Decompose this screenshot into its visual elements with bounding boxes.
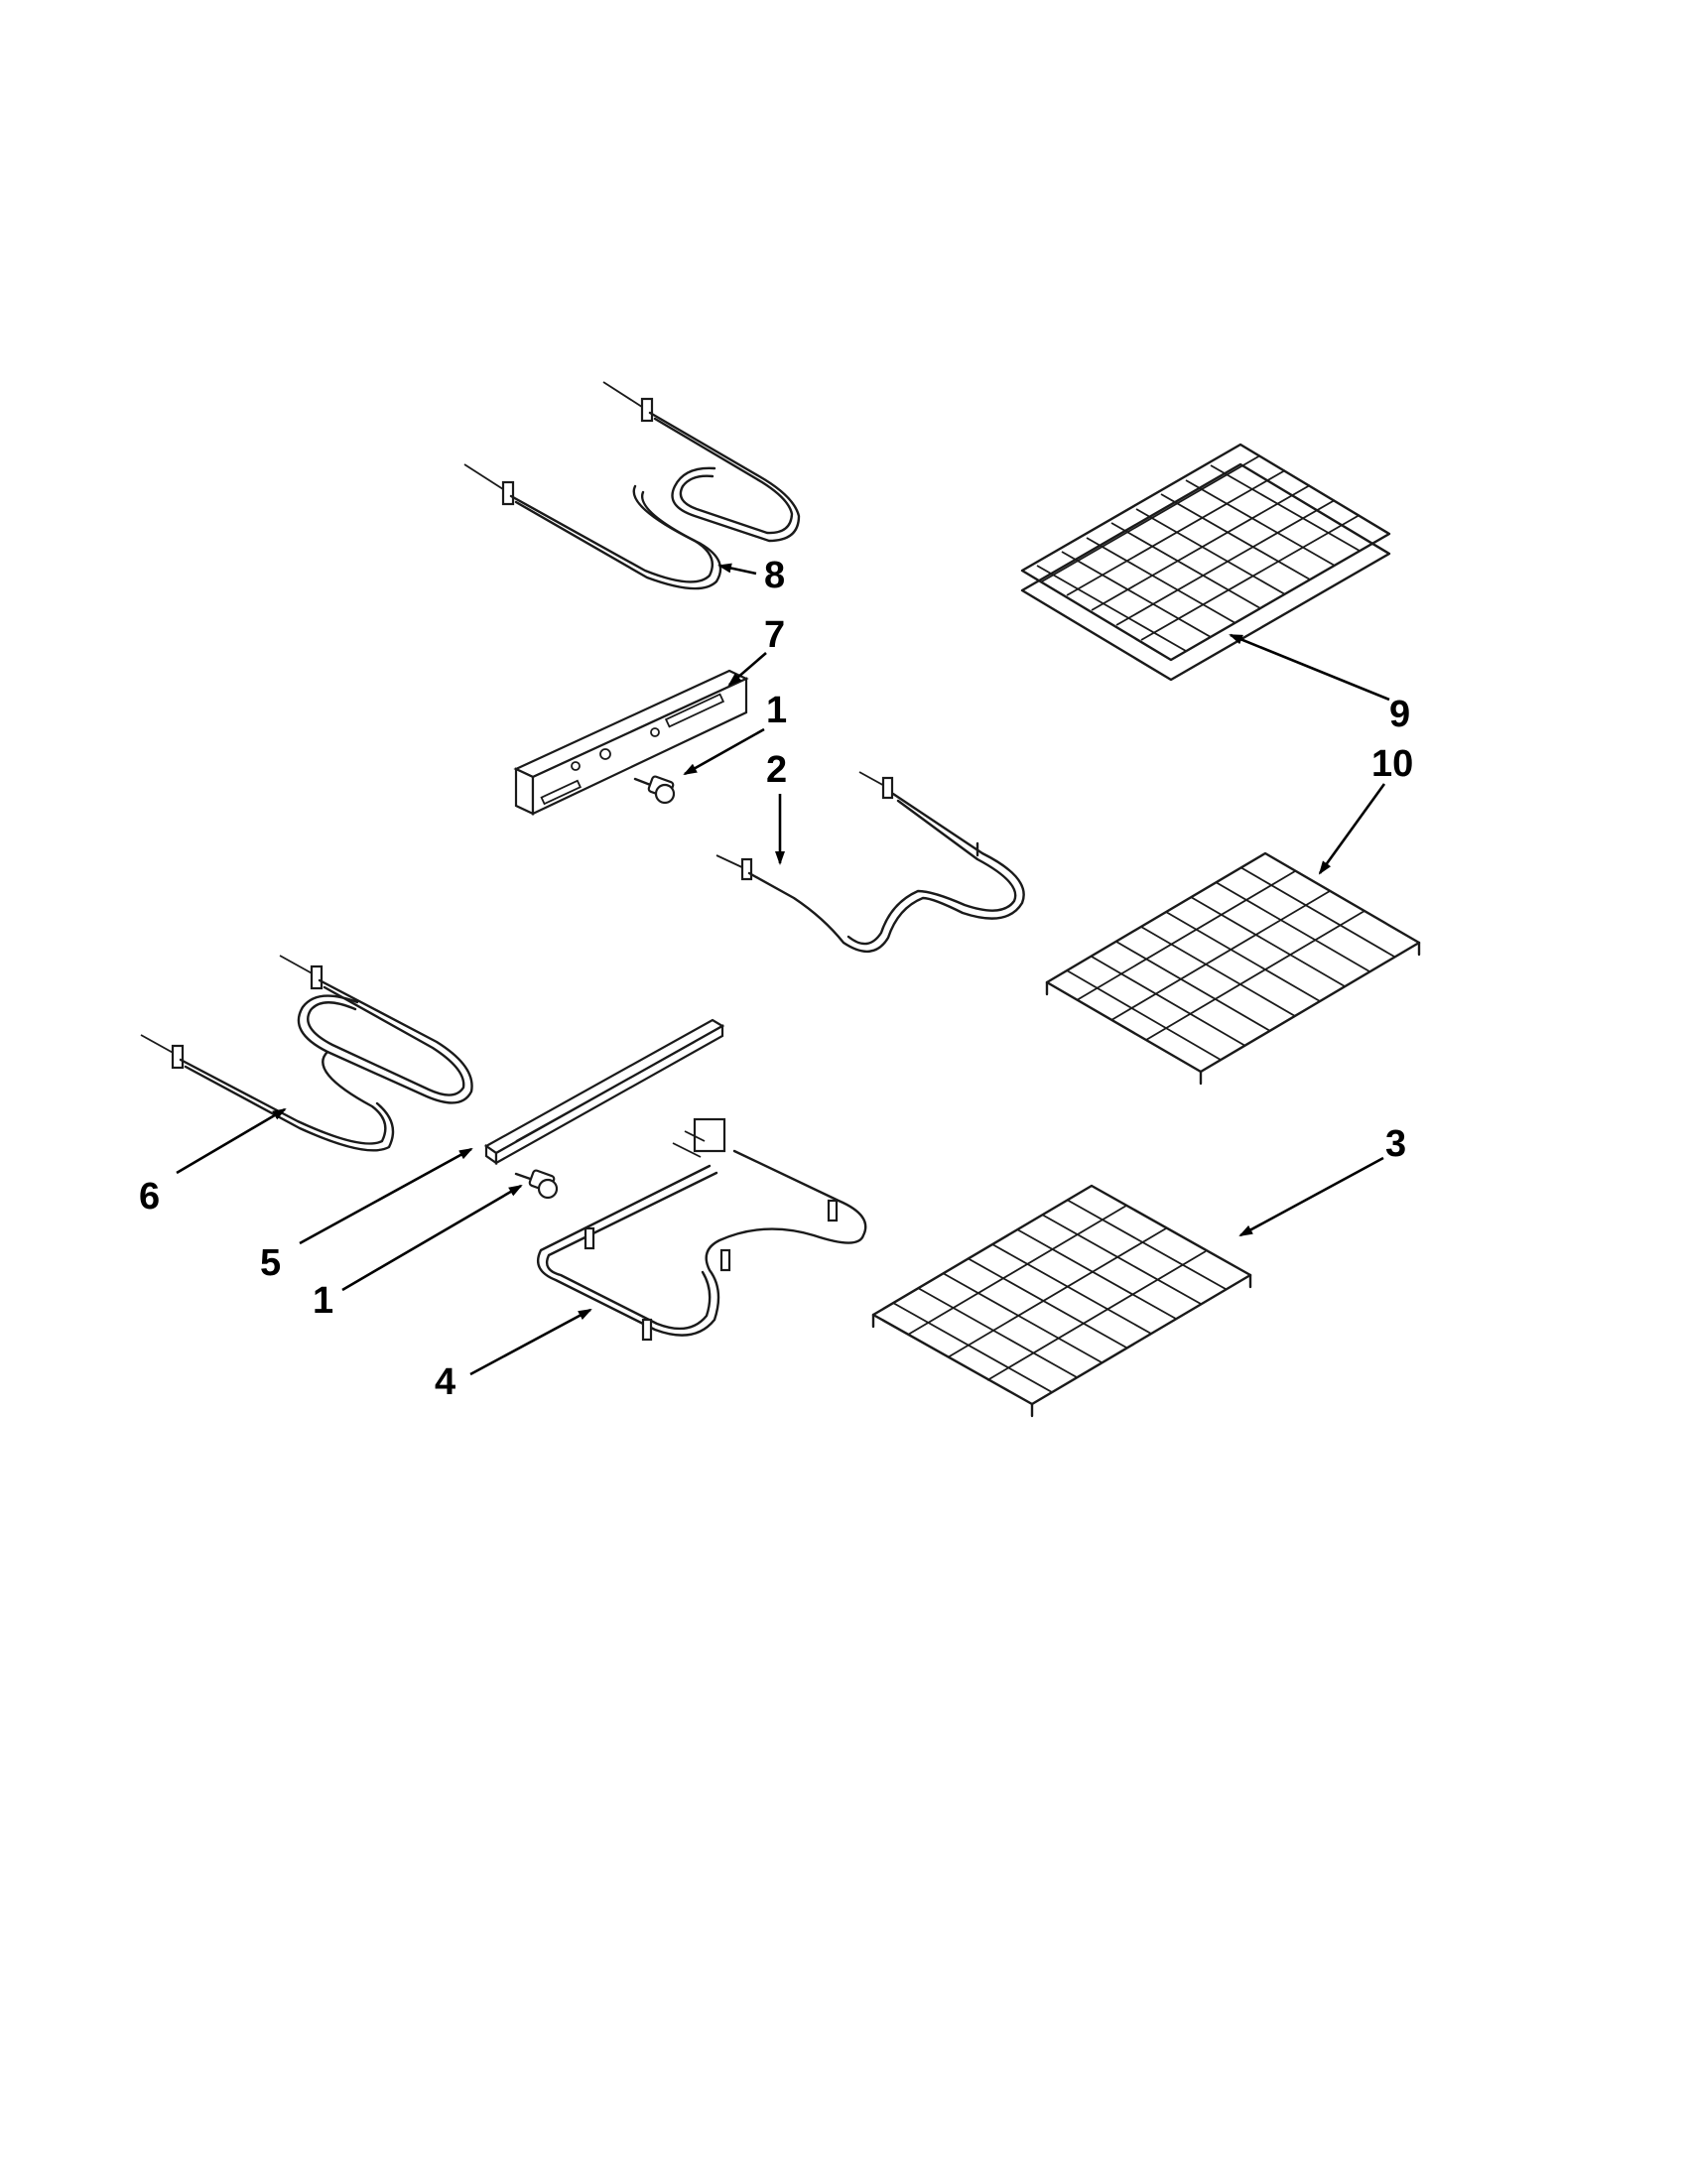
- callout-2: 2: [766, 749, 787, 791]
- callout-6: 6: [139, 1176, 160, 1218]
- callout-1-bottom: 1: [313, 1280, 333, 1322]
- bake-element-center: [715, 771, 1025, 953]
- rack-bottom: [871, 1184, 1252, 1418]
- callout-4: 4: [435, 1361, 455, 1403]
- callout-8: 8: [764, 555, 785, 596]
- broil-element-lower: [140, 955, 473, 1152]
- rack-middle: [1045, 851, 1421, 1086]
- bake-element-bottom: [536, 1117, 867, 1342]
- screw-bottom: [514, 1169, 559, 1200]
- broil-element-upper: [463, 381, 801, 590]
- callout-10: 10: [1371, 743, 1413, 785]
- callout-5: 5: [260, 1242, 281, 1284]
- callout-7: 7: [764, 614, 785, 656]
- support-bar: [483, 1018, 725, 1166]
- callout-9: 9: [1389, 694, 1410, 735]
- mounting-bracket: [513, 669, 749, 816]
- screw-top: [633, 775, 676, 805]
- leader-lines: [176, 563, 1390, 1376]
- rack-double: [1020, 443, 1391, 682]
- callout-1-top: 1: [766, 690, 787, 731]
- callout-3: 3: [1385, 1123, 1406, 1165]
